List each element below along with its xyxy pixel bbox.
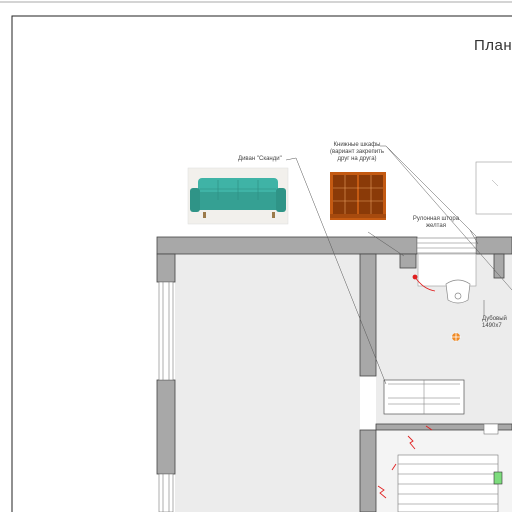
sheet-frame bbox=[11, 15, 512, 512]
cabinets-label: Книжные шкафы (вариант закрепить друг на… bbox=[322, 142, 392, 163]
desk-chair bbox=[445, 279, 471, 304]
desk bbox=[417, 253, 477, 287]
staircase bbox=[397, 423, 503, 512]
table-label: Дубовый 1490х7 bbox=[482, 316, 512, 330]
cabinets-image bbox=[330, 172, 386, 220]
sofa-label: Диван "Сканди" bbox=[238, 156, 282, 162]
table-label-line1: Дубовый bbox=[482, 316, 507, 322]
cabinets-label-line3: друг на друга) bbox=[337, 156, 377, 162]
blind-label-line2: желтая bbox=[426, 223, 446, 229]
cabinets-label-line2: (вариант закрепить bbox=[329, 149, 385, 155]
key-plan-box bbox=[475, 161, 512, 215]
leader-lines bbox=[285, 145, 512, 385]
left-window bbox=[158, 281, 174, 512]
blind-label: Рулонная штора желтая bbox=[404, 216, 468, 230]
top-window bbox=[416, 237, 477, 254]
cabinets-label-line1: Книжные шкафы bbox=[333, 142, 381, 148]
blind-label-line1: Рулонная штора bbox=[412, 216, 460, 222]
switch-marks bbox=[377, 425, 433, 499]
sofa-image bbox=[187, 167, 289, 225]
sheet-title: План bbox=[474, 37, 512, 54]
table-label-line2: 1490х7 bbox=[482, 323, 502, 329]
room-left-floor bbox=[175, 254, 360, 512]
